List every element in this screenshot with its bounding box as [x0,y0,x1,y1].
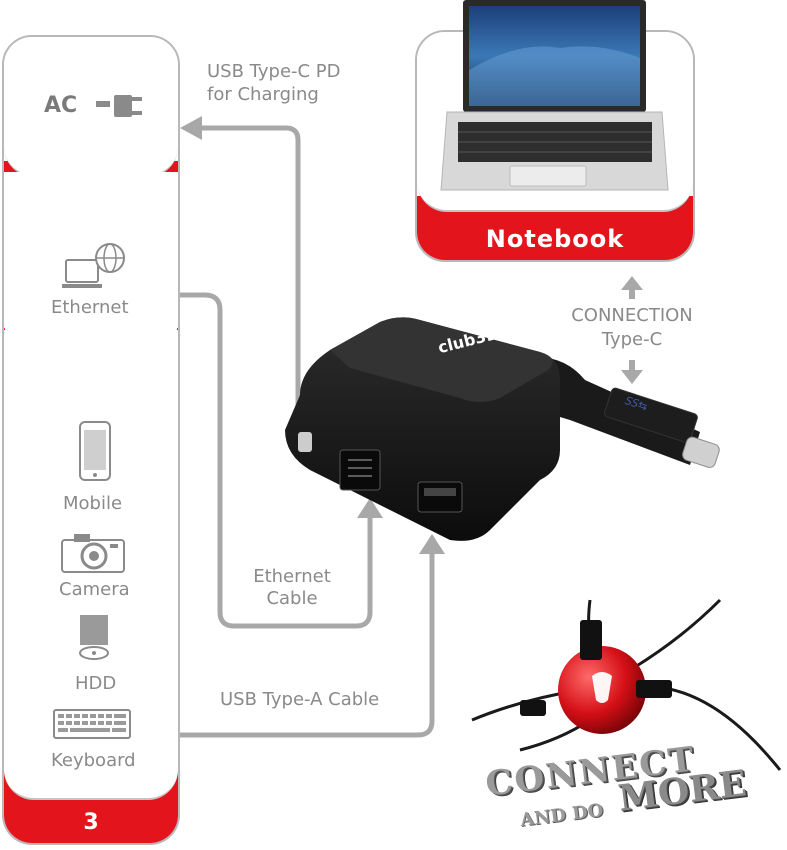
camera-label: Camera [59,579,130,600]
ethernet-globe-icon [62,243,125,288]
arrow-to-ac [180,116,202,140]
keyboard-icon [53,709,131,739]
usb-pd-line [200,125,301,430]
ethernet-line [180,292,373,629]
usb-pd-label-line1: USB Type-C PD [207,61,341,82]
connection-label-line1: CONNECTION [571,305,693,326]
arrow-to-usb-port [419,534,445,554]
mobile-label: Mobile [63,493,123,514]
ethernet-label: Ethernet [51,297,129,318]
usb-a-line [180,552,435,738]
phone-icon [79,421,111,481]
ethernet-cable-label-line1: Ethernet [253,566,331,587]
arrow-up-notebook [621,276,643,290]
usb-pd-label-line2: for Charging [207,84,319,105]
hdd-label: HDD [75,673,117,694]
keyboard-label: Keyboard [51,750,136,771]
plug-icon [96,95,142,117]
arrow-to-ethernet-port [357,498,383,518]
camera-icon [61,534,125,573]
panel-3-devices: 3 Mobile Camera HDD [2,330,180,845]
ethernet-cable-label-line2: Cable [266,588,318,609]
connection-label-line2: Type-C [601,329,663,350]
usb-a-cable-label: USB Type-A Cable [220,689,380,710]
arrow-down-device [621,370,643,384]
hdd-icon [79,615,109,660]
ac-label: AC [44,93,78,118]
